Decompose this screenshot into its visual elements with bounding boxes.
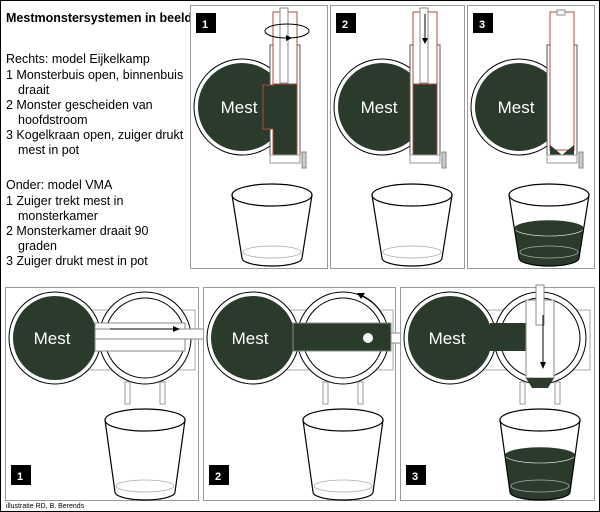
cup-rim [302,408,384,432]
bottom-heading: Onder: model VMA [6,178,113,192]
cup-bottom [242,245,302,259]
step-number: 3 [412,471,418,483]
sample-ejected [550,145,574,155]
piston-rod [279,7,289,84]
cup-bottom [519,245,579,259]
bottom-step-line: graden [18,239,57,253]
outlet-pipe [322,381,329,405]
step-badge [196,13,216,33]
piston-rod [556,9,566,16]
right-step-line: 2 Monster gescheiden van [6,98,153,112]
mest-label: Mest [429,329,466,348]
bottom-step-line: 2 Monsterkamer draait 90 [6,224,148,238]
mest-label: Mest [221,98,258,117]
right-step-line: mest in pot [18,143,80,157]
step-badge [336,13,356,33]
rotation-arrow [362,295,384,317]
mest-label: Mest [498,98,535,117]
cup-body [499,419,581,501]
ball-valve [546,154,578,164]
bottom-step-line: 3 Zuiger drukt mest in pot [6,254,148,268]
piston-rod [535,284,545,326]
cup-rim [104,408,186,432]
sample-ejected [526,378,554,388]
chamber-pivot [363,333,373,343]
rotation-arrow [264,23,310,39]
sample-surface [504,446,576,464]
manure-pipe [338,63,426,151]
right-step-line: hoofdstroom [18,113,87,127]
sample-in-tube [412,83,438,156]
mest-label: Mest [34,329,71,348]
step-number: 2 [215,471,221,483]
cup-bottom [510,479,570,493]
manure-blocked [490,323,530,351]
piston-rod [419,7,429,84]
cup-bottom [382,245,442,259]
inner-tube [549,11,575,151]
arrow-head [422,38,428,44]
mest-label: Mest [361,98,398,117]
step-number: 1 [202,19,208,31]
sample-in-cup [504,455,576,500]
step-number: 1 [17,471,23,483]
valve-handle [301,151,307,169]
cup-body [231,194,313,267]
outlet-pipe [519,381,526,405]
outlet-pipe [554,381,561,405]
sample-surface [513,219,585,237]
ball-valve [409,154,441,164]
bottom-step-line: monsterkamer [18,209,98,223]
cup-rim [371,183,453,207]
sample-chamber-filled [292,322,392,352]
arrow-head [173,326,180,332]
cup-rim [499,408,581,432]
cup-bottom [115,479,175,493]
credit: illustratie RD, B. Berends [6,503,85,510]
outlet-pipe [124,381,131,405]
cup-body [371,194,453,267]
cup-body [508,194,590,267]
step-badge [406,465,426,485]
arrow-head [286,35,292,41]
outlet-pipe [357,381,364,405]
arrow-head [357,293,365,299]
arrow-head [540,362,546,369]
diagram-title: Mestmonstersystemen in beeld [6,11,192,25]
outlet-pipe [159,381,166,405]
bottom-step-line: 1 Zuiger trekt mest in [6,194,123,208]
step-number: 3 [479,19,485,31]
step-badge [473,13,493,33]
cup-body [104,419,186,501]
valve-handle [578,151,584,169]
step-number: 2 [342,19,348,31]
manure-pipe [211,296,295,380]
cup-bottom [313,479,373,493]
mest-label: Mest [232,329,269,348]
ball-valve [269,154,301,164]
cup-body [302,419,384,501]
step-badge [11,465,31,485]
sample-in-tube [262,83,298,156]
manure-pipe [408,296,492,380]
right-step-line: 3 Kogelkraan open, zuiger drukt [6,128,184,142]
right-heading: Rechts: model Eijkelkamp [6,52,150,66]
right-step-line: draait [18,83,50,97]
manure-pipe [13,296,97,380]
right-step-line: 1 Monsterbuis open, binnenbuis [6,68,183,82]
valve-handle [441,151,447,169]
cup-rim [231,183,313,207]
cup-rim [508,183,590,207]
step-badge [209,465,229,485]
manure-pipe [475,63,563,151]
